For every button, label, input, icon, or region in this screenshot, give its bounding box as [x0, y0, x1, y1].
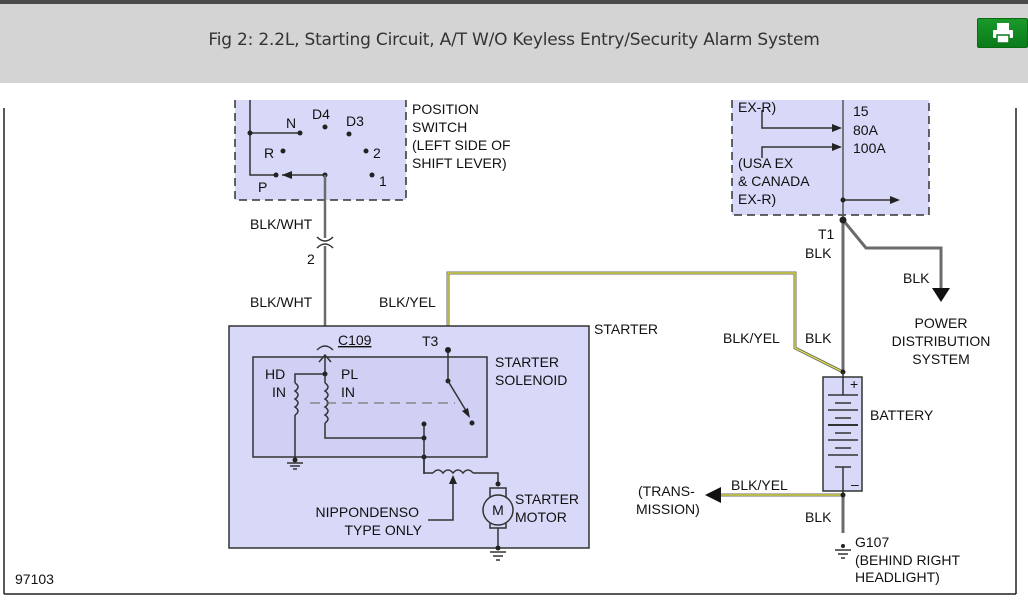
blk-main-wire [839, 216, 950, 372]
power-distribution-center [731, 100, 930, 220]
switch-pos-r: R [264, 145, 274, 161]
pdc-label-3: EX-R) [738, 191, 776, 207]
wire-label-blk-t1: BLK [805, 245, 832, 261]
note-label-2: TYPE ONLY [344, 522, 422, 538]
position-switch: N D4 D3 R 2 P 1 [234, 100, 407, 201]
starter-assembly [228, 325, 590, 561]
wire-label-blk-ground: BLK [805, 509, 832, 525]
pdc-label-top: EX-R) [738, 99, 776, 115]
wire-label-blk-batt: BLK [805, 330, 832, 346]
ground-location-2: HEADLIGHT) [855, 569, 940, 585]
wire-label-blk-wht-lower: BLK/WHT [250, 294, 313, 310]
blk-yel-wire [446, 271, 844, 374]
top-bar [0, 0, 1028, 4]
connector-c109-label: C109 [338, 332, 372, 348]
battery-minus: – [851, 476, 859, 492]
transmission-label-1: (TRANS- [638, 483, 695, 499]
fuse-label-80a: 80A [853, 122, 879, 138]
pl-in-label-2: IN [341, 384, 355, 400]
printer-icon [992, 23, 1013, 44]
battery-label: BATTERY [870, 407, 934, 423]
switch-pos-d4: D4 [312, 106, 330, 122]
wiring-diagram: N D4 D3 R 2 P 1 POSITION SWITCH (LEFT SI… [0, 83, 1028, 606]
switch-label-1: POSITION [412, 101, 479, 117]
note-label-1: NIPPONDENSO [316, 504, 420, 520]
motor-symbol: M [492, 502, 504, 518]
wire-label-blk-yel-top: BLK/YEL [379, 294, 436, 310]
wire-label-blk-yel-trans: BLK/YEL [731, 477, 788, 493]
pds-label-3: SYSTEM [912, 351, 970, 367]
transmission-label-2: MISSION) [636, 501, 700, 517]
print-button[interactable] [977, 18, 1028, 48]
terminal-t1-label: T1 [818, 226, 835, 242]
motor-label-1: STARTER [515, 491, 579, 507]
switch-pos-n: N [286, 115, 296, 131]
terminal-t3-label: T3 [422, 333, 439, 349]
fuse-label-100a: 100A [853, 140, 886, 156]
solenoid-label-2: SOLENOID [495, 372, 567, 388]
wire-label-blk-wht-upper: BLK/WHT [250, 216, 313, 232]
wire-label-blk-pds: BLK [903, 270, 930, 286]
hd-in-label-1: HD [265, 366, 285, 382]
fuse-label-15: 15 [853, 103, 869, 119]
pds-label-1: POWER [915, 315, 968, 331]
starter-label: STARTER [594, 321, 658, 337]
pdc-label-2: & CANADA [738, 173, 810, 189]
switch-label-4: SHIFT LEVER) [412, 155, 507, 171]
battery-negative-wires [705, 487, 851, 559]
figure-id: 97103 [15, 571, 54, 587]
figure-title: Fig 2: 2.2L, Starting Circuit, A/T W/O K… [208, 30, 820, 50]
diagram-frame [3, 108, 1017, 595]
wire-label-blk-yel-batt: BLK/YEL [723, 330, 780, 346]
battery [822, 369, 863, 495]
ground-id-label: G107 [855, 534, 889, 550]
switch-label-2: SWITCH [412, 119, 467, 135]
switch-pos-1: 1 [379, 173, 387, 189]
pds-label-2: DISTRIBUTION [892, 333, 991, 349]
switch-pos-2: 2 [373, 145, 381, 161]
pdc-label-1: (USA EX [738, 155, 794, 171]
connector-pin-label: 2 [307, 251, 315, 267]
ground-location-1: (BEHIND RIGHT [855, 552, 960, 568]
hd-in-label-2: IN [272, 384, 286, 400]
figure-header [0, 4, 1028, 83]
switch-pos-p: P [258, 179, 267, 195]
switch-pos-d3: D3 [346, 113, 364, 129]
motor-label-2: MOTOR [515, 509, 567, 525]
pl-in-label-1: PL [341, 366, 358, 382]
solenoid-label-1: STARTER [495, 354, 559, 370]
battery-plus: + [850, 376, 858, 392]
switch-label-3: (LEFT SIDE OF [412, 137, 511, 153]
